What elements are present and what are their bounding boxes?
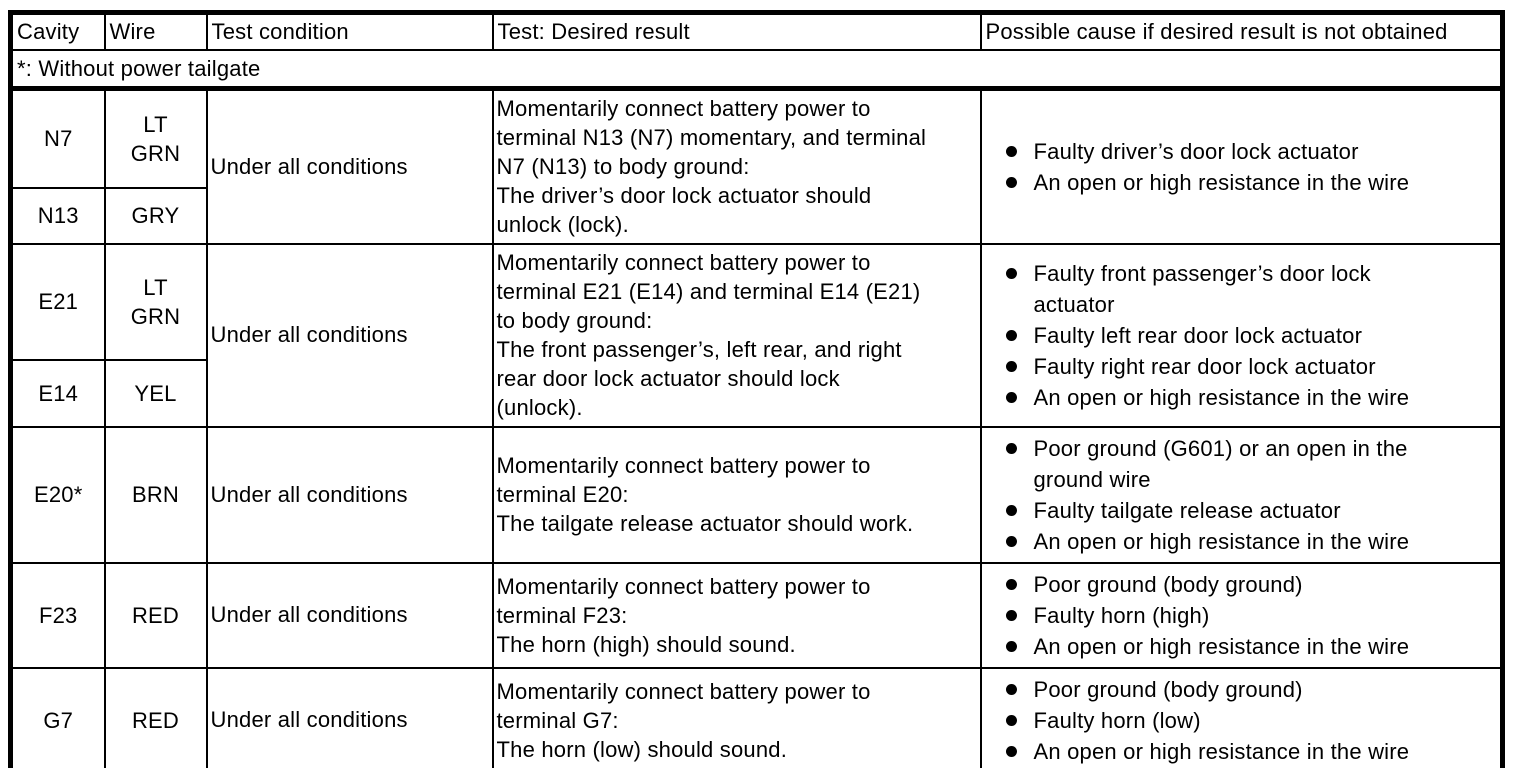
possible-cause-cell: Faulty driver’s door lock actuator An op… <box>979 87 1504 245</box>
cause-item: Faulty front passenger’s door lock actua… <box>984 258 1499 320</box>
test-condition-cell: Under all conditions <box>205 242 494 428</box>
cause-item: Faulty horn (low) <box>984 705 1499 736</box>
possible-cause-cell: Faulty front passenger’s door lock actua… <box>979 242 1504 428</box>
header-desired-result: Test: Desired result <box>491 11 982 51</box>
cause-text: Faulty horn (low) <box>1033 707 1201 733</box>
test-result-text: Momentarily connect battery power to ter… <box>496 678 871 762</box>
cause-item: Poor ground (G601) or an open in the gro… <box>984 433 1499 495</box>
table-row: E21 LT GRN Under all conditions Momentar… <box>9 242 1504 428</box>
wire-cell: RED <box>103 666 208 768</box>
table-row: F23 RED Under all conditions Momentarily… <box>9 561 1504 669</box>
cause-item: Faulty horn (high) <box>984 600 1499 631</box>
test-result-cell: Momentarily connect battery power to ter… <box>491 242 982 428</box>
test-result-text: Momentarily connect battery power to ter… <box>496 573 871 657</box>
wire-cell: GRY <box>103 186 208 245</box>
possible-cause-cell: Poor ground (G601) or an open in the gro… <box>979 425 1504 564</box>
possible-cause-cell: Poor ground (body ground) Faulty horn (h… <box>979 561 1504 669</box>
cause-item: An open or high resistance in the wire <box>984 526 1499 557</box>
header-cavity: Cavity <box>9 11 106 51</box>
cause-item: Poor ground (body ground) <box>984 569 1499 600</box>
cause-text: An open or high resistance in the wire <box>1033 528 1410 554</box>
diagnostic-table: Cavity Wire Test condition Test: Desired… <box>8 10 1505 768</box>
wire-cell: LT GRN <box>103 87 208 189</box>
header-possible-cause: Possible cause if desired result is not … <box>979 11 1504 51</box>
cause-text: Poor ground (G601) or an open in the gro… <box>1033 435 1408 492</box>
cause-item: Poor ground (body ground) <box>984 674 1499 705</box>
cause-item: An open or high resistance in the wire <box>984 167 1499 198</box>
test-result-cell: Momentarily connect battery power to ter… <box>491 561 982 669</box>
cavity-cell: F23 <box>9 561 106 669</box>
bullet-icon <box>1005 329 1017 341</box>
cavity-cell: G7 <box>9 666 106 768</box>
cause-text: An open or high resistance in the wire <box>1033 633 1410 659</box>
bullet-icon <box>1005 609 1017 621</box>
possible-cause-cell: Poor ground (body ground) Faulty horn (l… <box>979 666 1504 768</box>
test-condition-cell: Under all conditions <box>205 87 494 245</box>
cavity-cell: N13 <box>9 186 106 245</box>
cause-item: An open or high resistance in the wire <box>984 631 1499 662</box>
cavity-cell: E14 <box>9 358 106 428</box>
table-row: E14 YEL <box>9 358 1503 428</box>
bullet-icon <box>1005 145 1017 157</box>
table-header-row: Cavity Wire Test condition Test: Desired… <box>9 11 1504 51</box>
table-row: G7 RED Under all conditions Momentarily … <box>9 666 1504 768</box>
cavity-cell: E20* <box>9 425 106 564</box>
table-row: N13 GRY <box>9 186 1503 245</box>
table-row: N7 LT GRN Under all conditions Momentari… <box>9 87 1504 245</box>
cause-item: Faulty tailgate release actuator <box>984 495 1499 526</box>
cause-item: An open or high resistance in the wire <box>984 736 1499 767</box>
test-result-cell: Momentarily connect battery power to ter… <box>491 87 982 245</box>
bullet-icon <box>1005 176 1017 188</box>
bullet-icon <box>1005 745 1017 757</box>
cause-text: Faulty driver’s door lock actuator <box>1033 138 1359 164</box>
bullet-icon <box>1005 442 1017 454</box>
cause-item: Faulty left rear door lock actuator <box>984 320 1499 351</box>
bullet-icon <box>1005 535 1017 547</box>
test-result-cell: Momentarily connect battery power to ter… <box>491 425 982 564</box>
header-wire: Wire <box>103 11 208 51</box>
test-condition-cell: Under all conditions <box>205 666 494 768</box>
footnote-text: *: Without power tailgate <box>9 49 1504 91</box>
cavity-cell: N7 <box>9 87 106 189</box>
header-test-condition: Test condition <box>205 11 494 51</box>
cause-item: Faulty right rear door lock actuator <box>984 351 1499 382</box>
cause-text: Poor ground (body ground) <box>1033 571 1303 597</box>
test-result-text: Momentarily connect battery power to ter… <box>496 250 921 420</box>
cavity-cell: E21 <box>9 242 106 361</box>
cause-text: Faulty horn (high) <box>1033 602 1210 628</box>
wire-cell: BRN <box>103 425 208 564</box>
cause-item: An open or high resistance in the wire <box>984 382 1499 413</box>
table-row: E20* BRN Under all conditions Momentaril… <box>9 425 1504 564</box>
bullet-icon <box>1005 391 1017 403</box>
wire-cell: YEL <box>103 358 208 428</box>
bullet-icon <box>1005 267 1017 279</box>
cause-text: Faulty right rear door lock actuator <box>1033 353 1376 379</box>
bullet-icon <box>1005 683 1017 695</box>
cause-text: Poor ground (body ground) <box>1033 676 1303 702</box>
cause-item: Faulty driver’s door lock actuator <box>984 136 1499 167</box>
bullet-icon <box>1005 640 1017 652</box>
bullet-icon <box>1005 504 1017 516</box>
wire-cell: RED <box>103 561 208 669</box>
cause-text: Faulty tailgate release actuator <box>1033 497 1341 523</box>
cause-text: An open or high resistance in the wire <box>1033 738 1410 764</box>
table-note-row: *: Without power tailgate <box>9 49 1504 91</box>
bullet-icon <box>1005 360 1017 372</box>
test-condition-cell: Under all conditions <box>205 561 494 669</box>
test-result-cell: Momentarily connect battery power to ter… <box>491 666 982 768</box>
test-result-text: Momentarily connect battery power to ter… <box>496 453 914 536</box>
wire-cell: LT GRN <box>103 242 208 361</box>
cause-text: Faulty left rear door lock actuator <box>1033 322 1363 348</box>
test-result-text: Momentarily connect battery power to ter… <box>496 96 927 238</box>
bullet-icon <box>1005 578 1017 590</box>
test-condition-cell: Under all conditions <box>205 425 494 564</box>
cause-text: An open or high resistance in the wire <box>1033 384 1410 410</box>
cause-text: An open or high resistance in the wire <box>1033 169 1410 195</box>
bullet-icon <box>1005 714 1017 726</box>
cause-text: Faulty front passenger’s door lock actua… <box>1033 260 1371 317</box>
